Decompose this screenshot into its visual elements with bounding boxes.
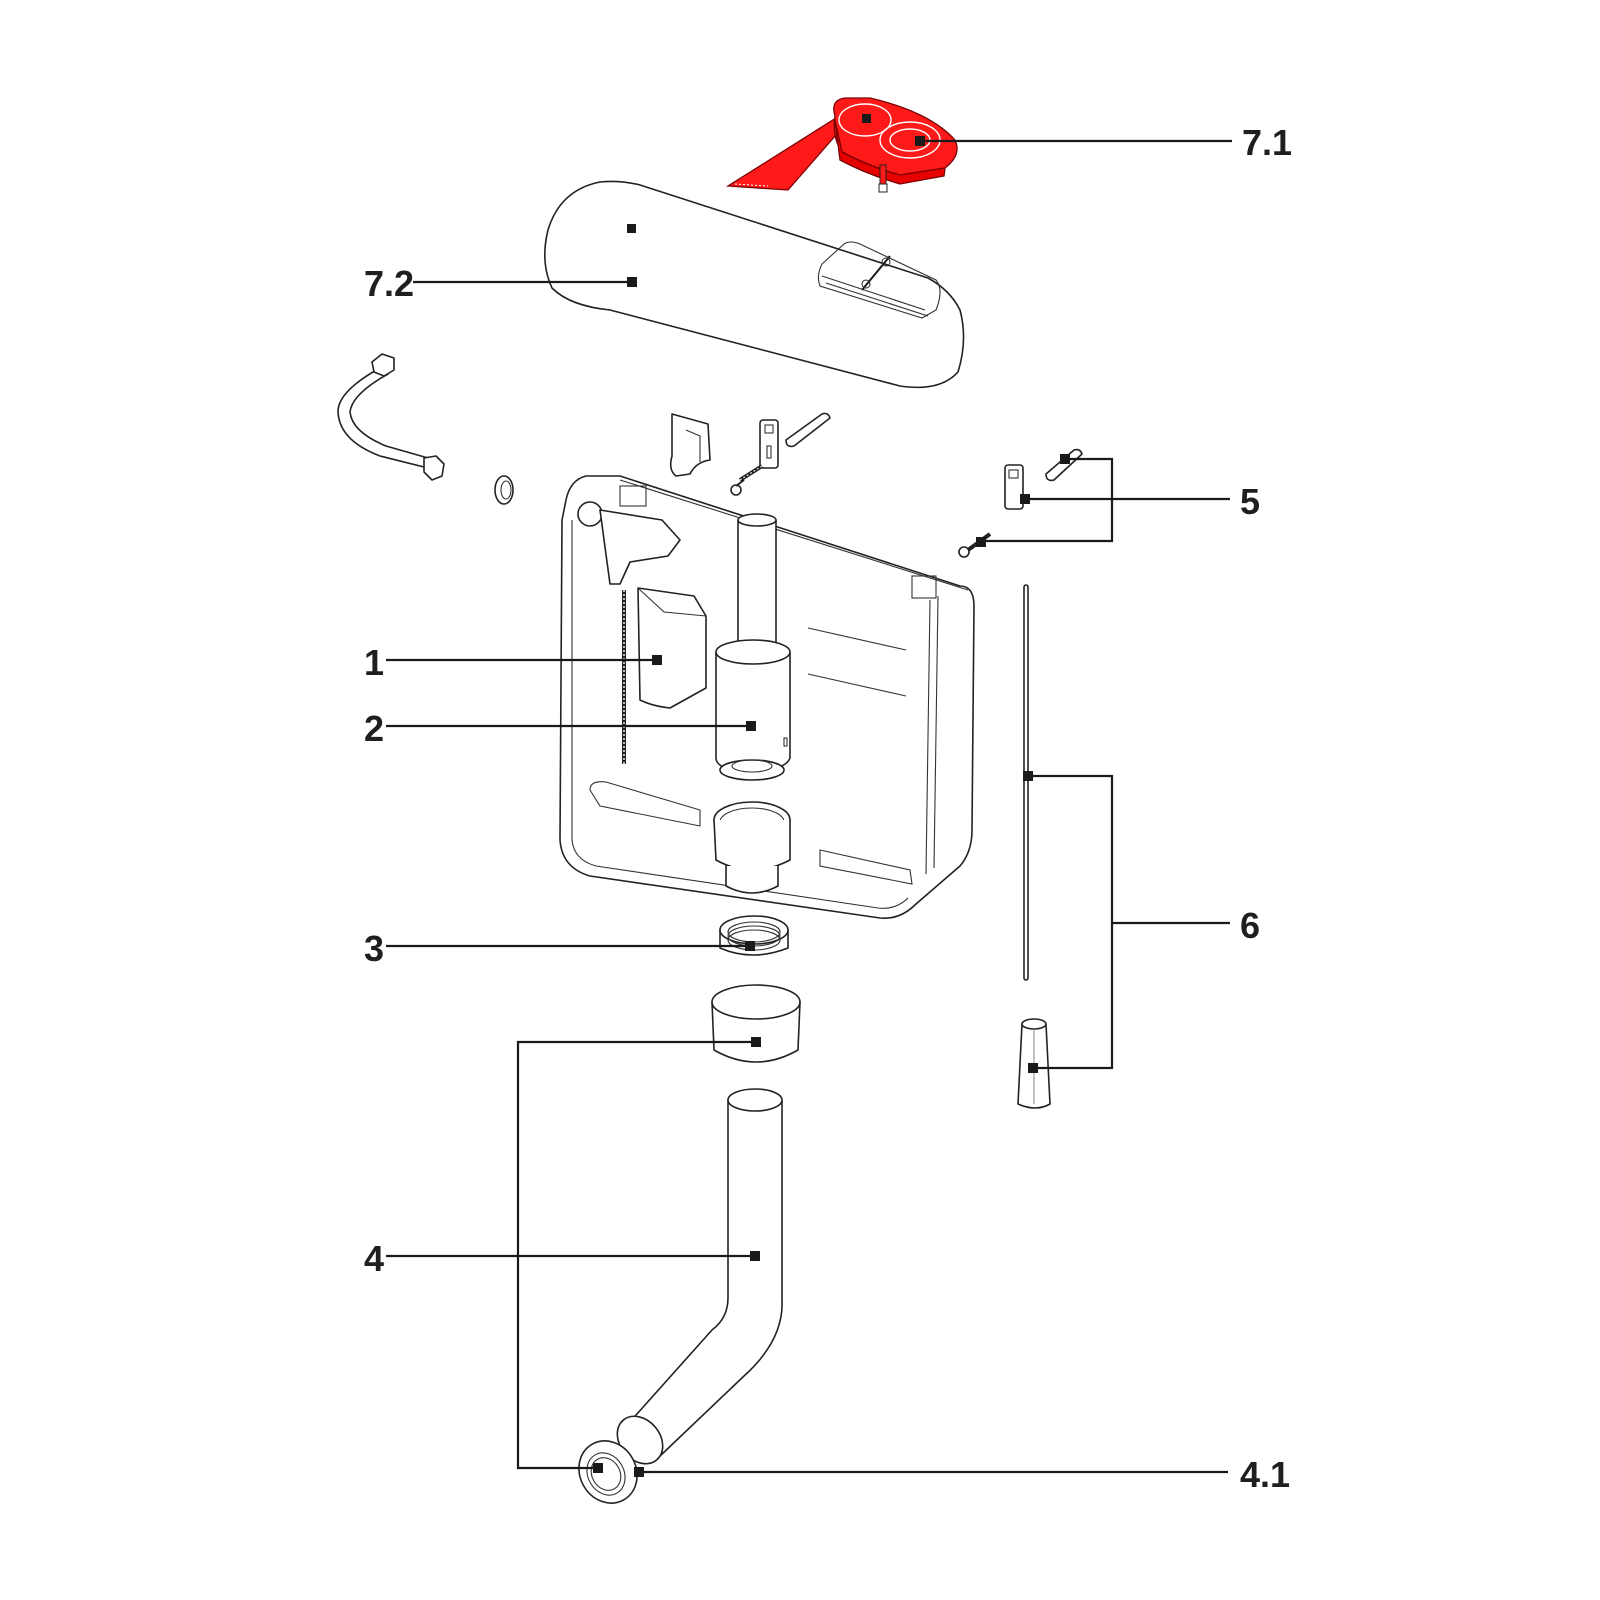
callout-label-5: 5: [1240, 481, 1260, 522]
leader-lines: [386, 114, 1232, 1477]
tank-lid-part: [544, 180, 965, 389]
wall-plug-part: [785, 412, 831, 448]
mount-clip-part: [759, 419, 779, 469]
washer-part: [494, 475, 514, 505]
screw-part: [730, 464, 764, 496]
callout-label-7-1: 7.1: [1242, 122, 1292, 163]
callout-label-6: 6: [1240, 905, 1260, 946]
mount-bracket-part: [669, 413, 711, 477]
flush-pipe-part: [616, 1088, 783, 1465]
cone-seal-part: [711, 984, 801, 1063]
callout-label-4: 4: [364, 1238, 384, 1279]
actuator-rod-part: [1023, 584, 1029, 981]
callout-label-4-1: 4.1: [1240, 1454, 1290, 1495]
callout-label-3: 3: [364, 928, 384, 969]
flush-valve-part: [715, 513, 791, 781]
callout-label-1: 1: [364, 642, 384, 683]
outlet-ring-part: [713, 801, 791, 894]
pipe-nut-part: [578, 1440, 638, 1504]
inlet-hose-part: [337, 353, 445, 481]
callout-label-7-2: 7.2: [364, 263, 414, 304]
callout-label-2: 2: [364, 708, 384, 749]
fixing-set-part: [958, 448, 1083, 558]
fill-valve-part: [577, 501, 707, 764]
